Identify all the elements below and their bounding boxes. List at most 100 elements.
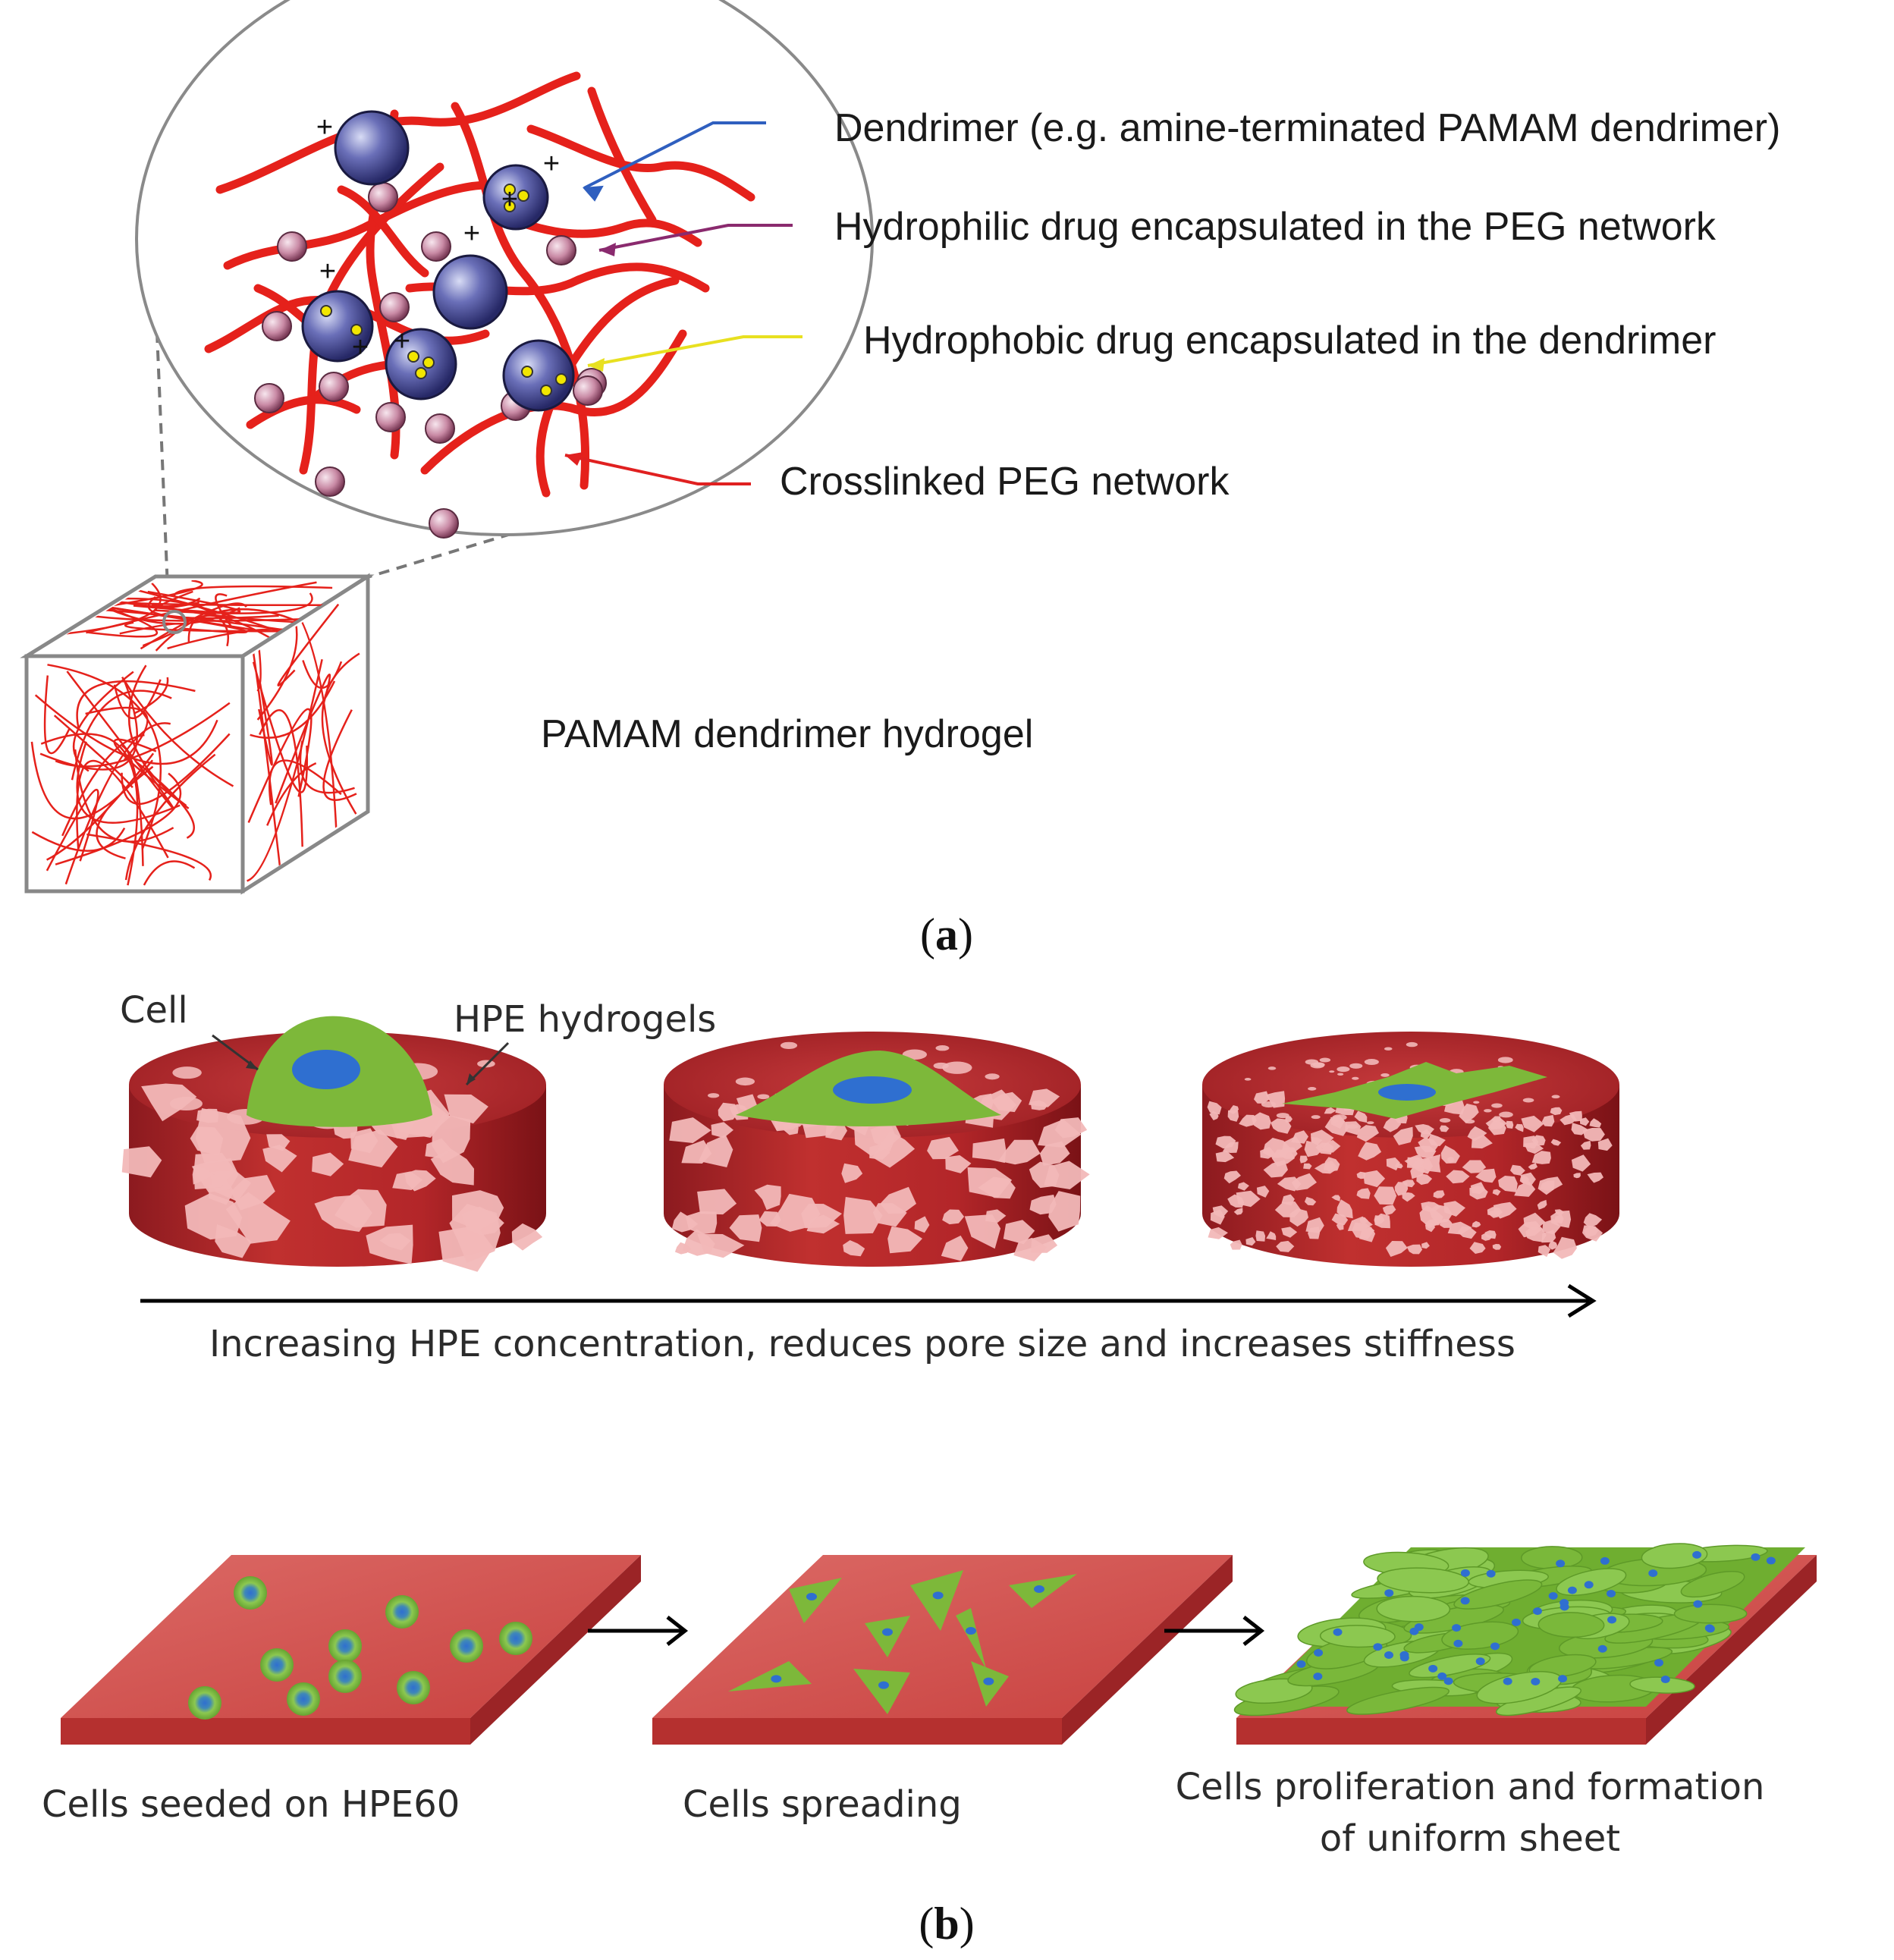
pore — [1589, 1118, 1602, 1128]
pore — [1308, 1087, 1317, 1091]
hydrophilic-arrowhead — [599, 243, 616, 256]
dendrimer — [385, 328, 457, 400]
zoom-circle — [135, 0, 874, 536]
pore — [1433, 1190, 1445, 1198]
label-cell: Cell — [120, 989, 188, 1032]
seeded-cell — [450, 1629, 483, 1663]
cell-nucleus — [1399, 1651, 1409, 1659]
pore — [231, 1175, 275, 1211]
label-hydrophobic-drug: Hydrophobic drug encapsulated in the den… — [863, 319, 1716, 363]
pore — [1440, 1145, 1460, 1164]
pore — [1522, 1098, 1534, 1103]
pore — [1554, 1209, 1565, 1217]
pore — [1329, 1070, 1335, 1073]
cell-nucleus — [806, 1593, 817, 1600]
hydrophilic-drug — [262, 311, 292, 341]
cube-fiber — [85, 706, 149, 761]
slab-side — [1062, 1555, 1233, 1745]
pore — [1281, 1194, 1295, 1206]
hydrophobic-drug — [521, 366, 533, 378]
pore — [1385, 1241, 1408, 1257]
pore — [843, 1240, 865, 1257]
pore — [1304, 1140, 1323, 1157]
dendrimer-arrow — [583, 121, 766, 190]
pore — [449, 1204, 501, 1263]
slab-spreading — [652, 1555, 1233, 1745]
pore — [985, 1073, 1000, 1080]
pore — [1439, 1125, 1450, 1132]
pore — [1030, 1100, 1048, 1110]
pore — [1406, 1244, 1423, 1255]
pore — [314, 1195, 372, 1232]
pore — [1446, 1170, 1470, 1184]
hydrophobic-drug — [350, 324, 363, 336]
pore — [945, 1155, 972, 1173]
pore — [511, 1223, 543, 1251]
cube-fiber — [127, 664, 187, 807]
pore — [887, 1226, 922, 1254]
hydrophobic-drug — [407, 350, 419, 363]
cell-nucleus — [1490, 1642, 1500, 1651]
pore — [1305, 1217, 1324, 1233]
label-step-sheet-line1: Cells proliferation and formation — [1176, 1766, 1765, 1808]
cube-fiber — [96, 765, 154, 859]
pore — [1031, 1234, 1058, 1253]
label-hpe-hydrogels: HPE hydrogels — [454, 998, 716, 1041]
pore — [1587, 1172, 1603, 1183]
peg-strand — [587, 86, 657, 225]
pore — [942, 1209, 965, 1225]
cube-fibers-front — [30, 664, 234, 886]
pore — [1260, 1147, 1276, 1159]
cube-fiber — [46, 788, 99, 872]
pore — [1311, 1137, 1323, 1145]
pore — [1374, 1186, 1397, 1205]
step-arrow-1-head — [666, 1616, 689, 1646]
pore — [754, 1184, 781, 1211]
cell-nucleus — [1384, 1651, 1394, 1660]
sheet-cell — [1409, 1654, 1491, 1679]
pore — [998, 1139, 1041, 1165]
cell-nucleus — [1460, 1569, 1470, 1577]
cell-nucleus — [1607, 1616, 1617, 1624]
slab-side — [470, 1555, 641, 1745]
pore — [1331, 1195, 1340, 1201]
pore — [1402, 1179, 1415, 1188]
pore — [1337, 1073, 1344, 1076]
pore — [1281, 1227, 1298, 1238]
pore — [711, 1122, 733, 1139]
pore — [902, 1049, 928, 1060]
pore — [1443, 1201, 1465, 1217]
seeded-cell — [234, 1576, 267, 1610]
cell-nucleus — [1428, 1664, 1438, 1673]
pore — [444, 1094, 488, 1124]
positive-charge: + — [501, 184, 518, 215]
cube-fiber — [40, 733, 139, 886]
hydrophilic-drug — [319, 372, 349, 402]
pore — [1550, 1210, 1572, 1228]
label-step-seeded: Cells seeded on HPE60 — [42, 1783, 460, 1826]
cell-nucleus — [833, 1076, 912, 1104]
pore — [872, 1203, 907, 1227]
cube-fiber — [34, 694, 218, 765]
pore — [1406, 1041, 1418, 1048]
cell-nucleus — [1414, 1623, 1424, 1632]
cell-nucleus — [1384, 1589, 1394, 1597]
cell-nucleus — [1704, 1624, 1714, 1632]
pore — [1475, 1168, 1497, 1183]
sheet-cell — [1453, 1579, 1543, 1610]
pore — [1573, 1173, 1581, 1179]
pore — [1251, 1112, 1271, 1130]
cell-nucleus — [1548, 1592, 1558, 1600]
pore — [1312, 1062, 1325, 1068]
pore — [1274, 1201, 1302, 1217]
pore — [1538, 1176, 1563, 1195]
cube-fiber — [321, 652, 364, 828]
pore — [1374, 1213, 1390, 1229]
positive-charge: + — [394, 325, 410, 357]
pore — [757, 1094, 770, 1100]
pore — [1520, 1172, 1536, 1186]
cell-nucleus — [1597, 1644, 1607, 1653]
pore — [215, 1224, 252, 1258]
pore — [1553, 1236, 1577, 1259]
